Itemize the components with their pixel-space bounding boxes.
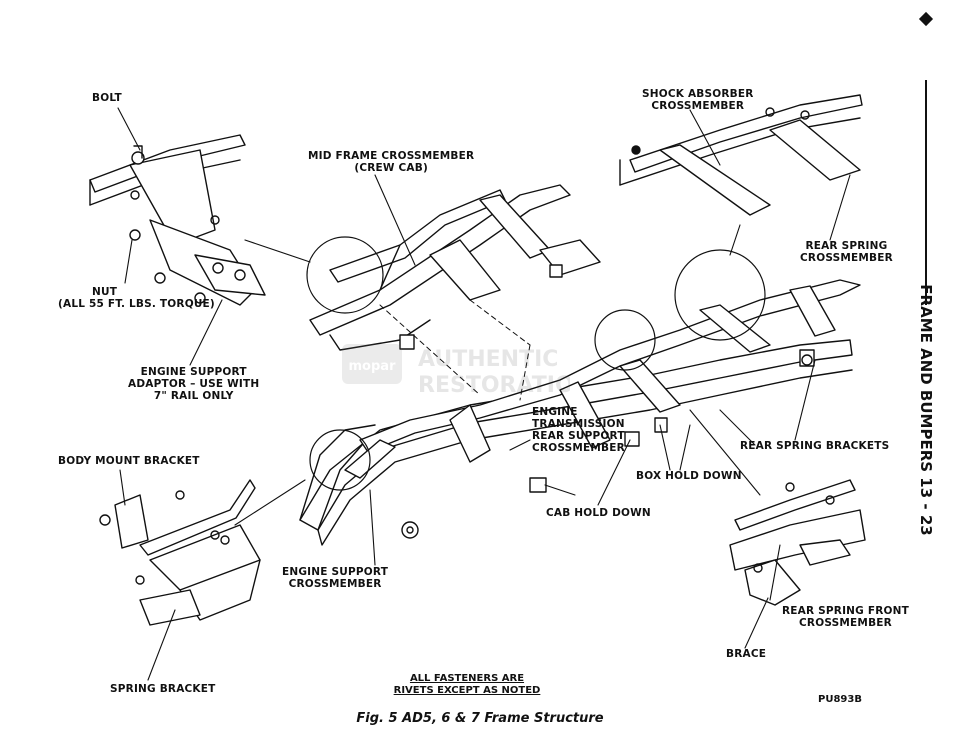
label-rsf-line2: CROSSMEMBER bbox=[799, 617, 892, 629]
label-etr-line4: CROSSMEMBER bbox=[532, 442, 625, 454]
label-nut-line1: NUT bbox=[92, 286, 118, 298]
label-esa-line1: ENGINE SUPPORT bbox=[140, 366, 247, 378]
label-etr-line1: ENGINE bbox=[532, 406, 578, 418]
watermark-brand: mopar bbox=[349, 359, 397, 374]
label-rear-spring-front-crossmember: REAR SPRING FRONT CROSSMEMBER bbox=[782, 605, 909, 629]
engine-support-adaptor-detail bbox=[89, 134, 266, 306]
side-header-text: FRAME AND BUMPERS 13 - 23 bbox=[917, 284, 935, 536]
label-sac-line1: SHOCK ABSORBER bbox=[642, 88, 754, 100]
label-cab-hold-down: CAB HOLD DOWN bbox=[546, 507, 651, 519]
shock-absorber-detail bbox=[619, 94, 863, 216]
watermark-line2: RESTORATION bbox=[418, 373, 570, 398]
label-nut: NUT (ALL 55 FT. LBS. TORQUE) bbox=[58, 286, 215, 310]
detail-circles bbox=[306, 236, 766, 491]
label-rear-spring-brackets: REAR SPRING BRACKETS bbox=[740, 440, 890, 452]
label-shock-absorber-crossmember: SHOCK ABSORBER CROSSMEMBER bbox=[642, 88, 754, 112]
dashed-guides bbox=[379, 299, 531, 401]
label-esa-line3: 7" RAIL ONLY bbox=[153, 390, 234, 402]
label-brace: BRACE bbox=[726, 648, 767, 660]
fastener-note: ALL FASTENERS ARE RIVETS EXCEPT AS NOTED bbox=[392, 673, 542, 697]
figure-caption: Fig. 5 AD5, 6 & 7 Frame Structure bbox=[356, 711, 604, 726]
crew-cab-frame bbox=[309, 184, 601, 351]
label-mfc-line1: MID FRAME CROSSMEMBER bbox=[308, 150, 475, 162]
watermark-logo: mopar AUTHENTIC RESTORATION bbox=[342, 344, 570, 398]
side-rule bbox=[925, 80, 927, 305]
label-sac-line2: CROSSMEMBER bbox=[651, 100, 745, 112]
body-mount-bracket-detail bbox=[99, 479, 261, 626]
label-rsf-line1: REAR SPRING FRONT bbox=[782, 605, 909, 617]
label-body-mount-bracket: BODY MOUNT BRACKET bbox=[58, 455, 200, 467]
label-rear-spring-crossmember: REAR SPRING CROSSMEMBER bbox=[800, 240, 893, 264]
label-bolt: BOLT bbox=[92, 92, 122, 104]
figure-code: PU893B bbox=[818, 694, 862, 705]
label-engine-support-crossmember: ENGINE SUPPORT CROSSMEMBER bbox=[282, 566, 388, 590]
label-box-hold-down: BOX HOLD DOWN bbox=[636, 470, 742, 482]
label-nut-line2: (ALL 55 FT. LBS. TORQUE) bbox=[58, 298, 215, 310]
rear-spring-front-detail bbox=[729, 479, 866, 606]
label-engine-support-adaptor: ENGINE SUPPORT ADAPTOR – USE WITH 7" RAI… bbox=[128, 366, 259, 402]
label-esa-line2: ADAPTOR – USE WITH bbox=[128, 378, 260, 390]
leader-lines bbox=[117, 107, 851, 681]
label-mid-frame-crossmember: MID FRAME CROSSMEMBER (CREW CAB) bbox=[308, 150, 474, 174]
label-etr-line3: REAR SUPPORT bbox=[532, 430, 625, 442]
label-spring-bracket: SPRING BRACKET bbox=[110, 683, 216, 695]
label-esc-line2: CROSSMEMBER bbox=[288, 578, 382, 590]
label-etr-line2: TRANSMISSION bbox=[532, 418, 625, 430]
side-header: FRAME AND BUMPERS 13 - 23 bbox=[906, 80, 946, 720]
watermark-line1: AUTHENTIC bbox=[418, 347, 558, 372]
label-rsc-line2: CROSSMEMBER bbox=[800, 252, 893, 264]
fastener-note-line1: ALL FASTENERS ARE bbox=[409, 673, 525, 684]
fastener-note-line2: RIVETS EXCEPT AS NOTED bbox=[393, 685, 541, 696]
label-esc-line1: ENGINE SUPPORT bbox=[282, 566, 389, 578]
label-rsc-line1: REAR SPRING bbox=[805, 240, 888, 252]
label-engine-transmission-rear-support: ENGINE TRANSMISSION REAR SUPPORT CROSSME… bbox=[532, 406, 625, 454]
label-mfc-line2: (CREW CAB) bbox=[354, 162, 428, 174]
